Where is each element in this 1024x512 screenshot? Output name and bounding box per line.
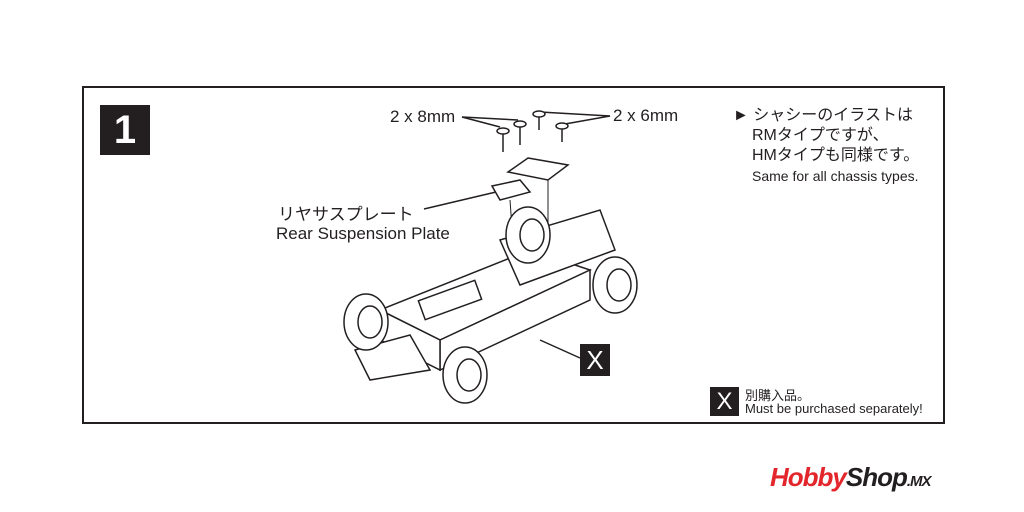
- part-label-jp: リヤサスプレート: [278, 205, 414, 224]
- step-frame: [82, 86, 945, 424]
- arrow-right-icon: ►: [733, 107, 749, 124]
- legend-en: Must be purchased separately!: [745, 401, 923, 416]
- note-en: Same for all chassis types.: [752, 168, 919, 184]
- legend-jp: 別購入品。: [745, 388, 811, 403]
- leader-lines: [423, 111, 611, 359]
- chassis-body: [353, 209, 616, 381]
- note-line-3: HMタイプも同様です。: [752, 147, 920, 164]
- hobbyshop-logo: HobbyShop.MX: [770, 462, 932, 492]
- screw-label-6mm: 2 x 6mm: [613, 106, 679, 125]
- part-label-en: Rear Suspension Plate: [276, 224, 450, 243]
- note-line-1: シャシーのイラストは: [753, 107, 913, 124]
- rear-suspension-plate: [490, 157, 570, 201]
- chassis-note: ► シャシーのイラストは RMタイプですが、 HMタイプも同様です。 Same …: [733, 106, 919, 186]
- note-line-2: RMタイプですが、: [752, 127, 889, 144]
- screw-label-8mm: 2 x 8mm: [390, 107, 456, 126]
- purchase-separately-marker: X: [580, 344, 610, 376]
- step-number-badge: 1: [100, 105, 150, 155]
- screw-icons: [496, 110, 569, 152]
- wheels: [343, 206, 638, 404]
- legend-x-icon: X: [710, 387, 739, 416]
